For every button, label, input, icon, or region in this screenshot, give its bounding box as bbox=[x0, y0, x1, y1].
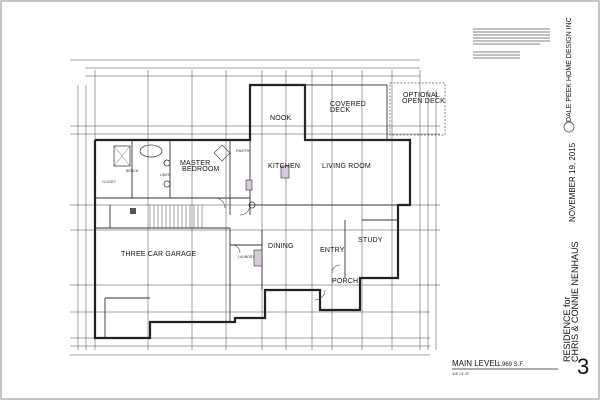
room-label-master-2: BEDROOM bbox=[182, 166, 220, 173]
room-label-porch: PORCH bbox=[332, 278, 358, 285]
room-label-laundry: LAUNDRY bbox=[238, 255, 255, 259]
sink bbox=[163, 159, 171, 167]
room-label-linen: LINEN bbox=[160, 173, 171, 177]
washer-dryer bbox=[253, 249, 263, 267]
room-label-dining: DINING bbox=[268, 243, 294, 250]
sink bbox=[163, 180, 171, 188]
designer-name: DALE PEEK HOME DESIGN INC bbox=[566, 17, 573, 122]
exterior-walls bbox=[93, 83, 412, 340]
room-label-living: LIVING ROOM bbox=[322, 163, 371, 170]
bench-mark bbox=[130, 208, 136, 214]
room-label-garage: THREE CAR GARAGE bbox=[121, 251, 197, 258]
stairs bbox=[149, 205, 203, 228]
toilet bbox=[248, 201, 256, 209]
general-notes bbox=[473, 28, 550, 59]
residence-line-1: RESIDENCE for bbox=[562, 296, 572, 362]
residence-line-2: CHRIS & CONNIE NENHAUS bbox=[570, 241, 580, 362]
drawing-date: NOVEMBER 19, 2015 bbox=[568, 142, 577, 222]
level-area: 1,969 S.F. bbox=[497, 362, 524, 368]
pantry-shelves bbox=[245, 179, 253, 191]
room-label-master: MASTER bbox=[180, 160, 210, 167]
shower bbox=[113, 145, 131, 167]
door-swings bbox=[214, 197, 341, 301]
room-label-pantry: PANTRY bbox=[236, 149, 251, 153]
fireplace bbox=[213, 144, 231, 162]
designer-logo bbox=[563, 121, 575, 133]
room-label-entry: ENTRY bbox=[320, 247, 345, 254]
room-label-optional-deck: OPTIONAL bbox=[403, 92, 440, 99]
room-label-bench: BENCH bbox=[126, 169, 139, 173]
sheet-number: 3 bbox=[577, 354, 589, 379]
bathtub bbox=[139, 144, 163, 158]
title-block: DALE PEEK HOME DESIGN INC NOVEMBER 19, 2… bbox=[452, 17, 589, 379]
room-label-study: STUDY bbox=[358, 237, 383, 244]
room-label-covered-deck-2: DECK bbox=[330, 107, 350, 114]
room-label-kitchen: KITCHEN bbox=[268, 163, 300, 170]
room-label-closet: CLOSET bbox=[102, 180, 117, 184]
optional-deck-outline bbox=[389, 82, 446, 136]
level-title: MAIN LEVEL bbox=[452, 359, 500, 368]
dimension-lines bbox=[70, 59, 440, 356]
room-labels: NOOK COVERED DECK OPTIONAL OPEN DECK MAS… bbox=[102, 92, 445, 285]
fixtures bbox=[113, 144, 290, 267]
room-label-covered-deck: COVERED bbox=[330, 101, 366, 108]
kitchen-island bbox=[280, 165, 290, 179]
room-label-optional-deck-2: OPEN DECK bbox=[402, 98, 445, 105]
room-label-nook: NOOK bbox=[270, 115, 292, 122]
drawing-scale: 1/4"=1'-0" bbox=[452, 371, 470, 376]
